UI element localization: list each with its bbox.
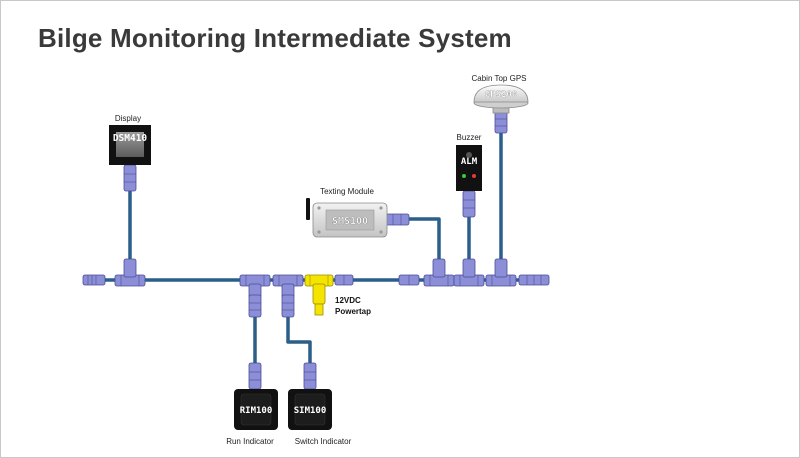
texting-device: Texting Module SMS100 xyxy=(306,187,388,238)
buzzer-connector xyxy=(462,190,476,218)
display-model: DSM410 xyxy=(113,133,148,144)
switch-connector-top xyxy=(281,294,295,318)
gps-device: Cabin Top GPS GPS200 xyxy=(472,74,529,114)
display-screen xyxy=(116,132,144,157)
texting-connector xyxy=(384,213,410,226)
powertap-tee xyxy=(304,274,334,316)
terminator-right xyxy=(518,274,550,286)
run-label: Run Indicator xyxy=(226,437,274,446)
diagram-title: Bilge Monitoring Intermediate System xyxy=(38,23,512,53)
switch-model: SIM100 xyxy=(294,406,327,416)
tee-gps xyxy=(485,258,517,287)
gps-connector xyxy=(494,110,508,134)
switch-label: Switch Indicator xyxy=(295,437,352,446)
coupler-right xyxy=(398,274,420,286)
texting-panel xyxy=(325,209,375,231)
red-led-icon xyxy=(472,174,476,178)
run-indicator-device: RIM100 Run Indicator xyxy=(226,389,278,446)
display-label: Display xyxy=(115,114,141,123)
coupler-mid xyxy=(334,274,354,286)
buzzer-label: Buzzer xyxy=(457,133,482,142)
display-device: Display DSM410 xyxy=(109,114,151,165)
powertap-line1: 12VDC xyxy=(335,296,361,305)
display-connector xyxy=(123,164,137,192)
buzzer-sounder-icon xyxy=(466,152,472,158)
terminator-left xyxy=(82,274,106,286)
tee-buzzer xyxy=(453,258,485,287)
gps-model: GPS200 xyxy=(485,90,518,100)
gps-dome xyxy=(473,84,529,103)
gps-label: Cabin Top GPS xyxy=(472,74,527,83)
texting-label: Texting Module xyxy=(320,187,374,196)
buzzer-model: ALM xyxy=(461,157,478,167)
run-model: RIM100 xyxy=(240,406,273,416)
tee-run xyxy=(239,274,271,299)
switch-face xyxy=(294,393,326,426)
green-led-icon xyxy=(462,174,466,178)
run-connector-bottom xyxy=(248,362,262,390)
switch-indicator-device: SIM100 Switch Indicator xyxy=(288,389,352,446)
screw-icon xyxy=(379,230,383,234)
screw-icon xyxy=(317,206,321,210)
buzzer-device: Buzzer ALM xyxy=(456,133,482,191)
screw-icon xyxy=(379,206,383,210)
backbone-connectors xyxy=(82,258,550,316)
tee-switch xyxy=(272,274,304,299)
texting-drop-cable xyxy=(406,217,441,259)
tee-display xyxy=(114,258,146,287)
antenna-icon xyxy=(306,198,310,220)
powertap-line2: Powertap xyxy=(335,307,371,316)
screw-icon xyxy=(317,230,321,234)
tee-texting xyxy=(423,258,455,287)
buzzer-housing xyxy=(456,145,482,191)
powertap-label: 12VDC Powertap xyxy=(335,296,371,316)
texting-model: SMS100 xyxy=(332,216,368,227)
run-connector-top xyxy=(248,294,262,318)
drop-connectors xyxy=(123,110,508,390)
run-face xyxy=(240,393,272,426)
switch-connector-bottom xyxy=(303,362,317,390)
